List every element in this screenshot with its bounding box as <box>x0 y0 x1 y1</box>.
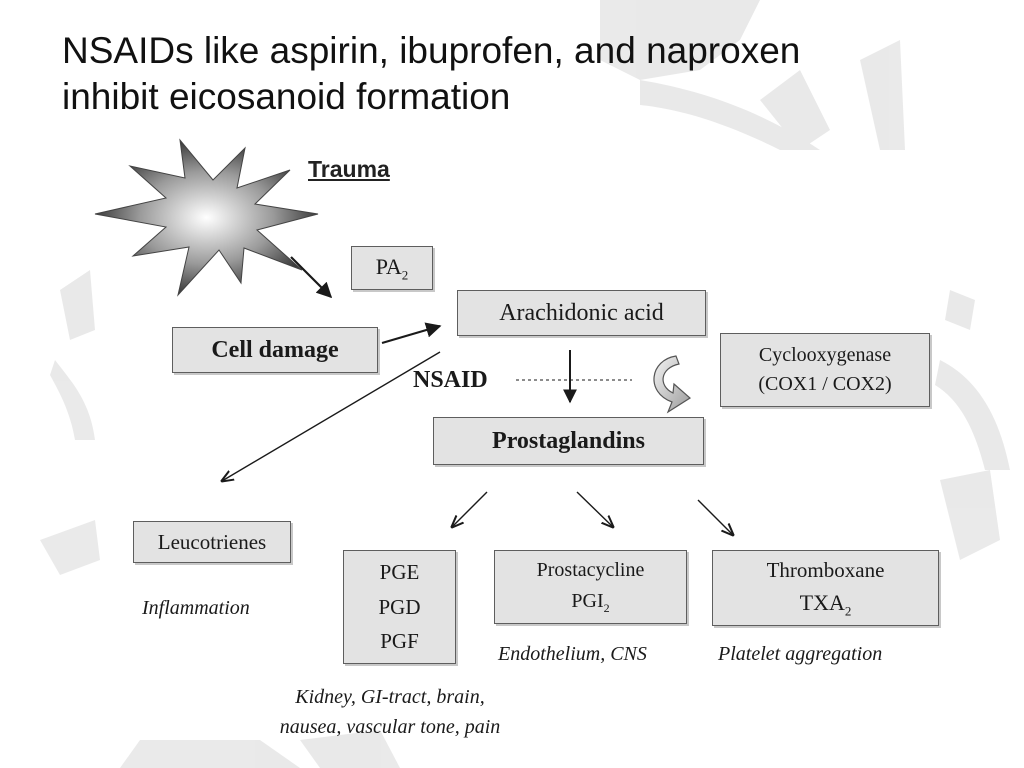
trauma-label: Trauma <box>308 156 390 182</box>
pge-label: PGE <box>379 560 420 585</box>
leucotrienes-box: Leucotrienes <box>133 521 291 563</box>
nsaid-label: NSAID <box>413 367 488 393</box>
endothelium-caption: Endothelium, CNS <box>498 643 647 665</box>
pgf-label: PGF <box>380 629 419 654</box>
arrow-to-thromboxane <box>697 499 733 535</box>
arachidonic-acid-box: Arachidonic acid <box>457 290 706 336</box>
arrow-to-prostacycline <box>576 491 613 527</box>
arrow-trauma-to-cell-damage <box>290 256 333 299</box>
pa2-box: PA2 <box>351 246 433 290</box>
slide-title: NSAIDs like aspirin, ibuprofen, and napr… <box>62 28 962 120</box>
cell-damage-box: Cell damage <box>172 327 378 373</box>
arrow-cell-damage-to-arachidonic <box>381 322 442 345</box>
inflammation-caption: Inflammation <box>142 597 250 619</box>
prostacycline-box: Prostacycline PGI2 <box>494 550 687 624</box>
prostaglandins-box: Prostaglandins <box>433 417 704 465</box>
arrow-to-pg-group <box>452 491 488 527</box>
starburst-icon <box>94 138 319 297</box>
slide-title-line1: NSAIDs like aspirin, ibuprofen, and napr… <box>62 30 801 71</box>
arrow-to-leucotrienes <box>222 351 441 481</box>
pg-group-box: PGE PGD PGF <box>343 550 456 664</box>
kidney-caption: Kidney, GI-tract, brain, nausea, vascula… <box>279 686 501 738</box>
platelet-caption: Platelet aggregation <box>718 643 883 665</box>
cyclooxygenase-box: Cyclooxygenase (COX1 / COX2) <box>720 333 930 407</box>
curved-arrow-icon <box>653 355 691 414</box>
thromboxane-box: Thromboxane TXA2 <box>712 550 939 626</box>
slide-title-line2: inhibit eicosanoid formation <box>62 76 511 117</box>
pgd-label: PGD <box>378 594 421 619</box>
